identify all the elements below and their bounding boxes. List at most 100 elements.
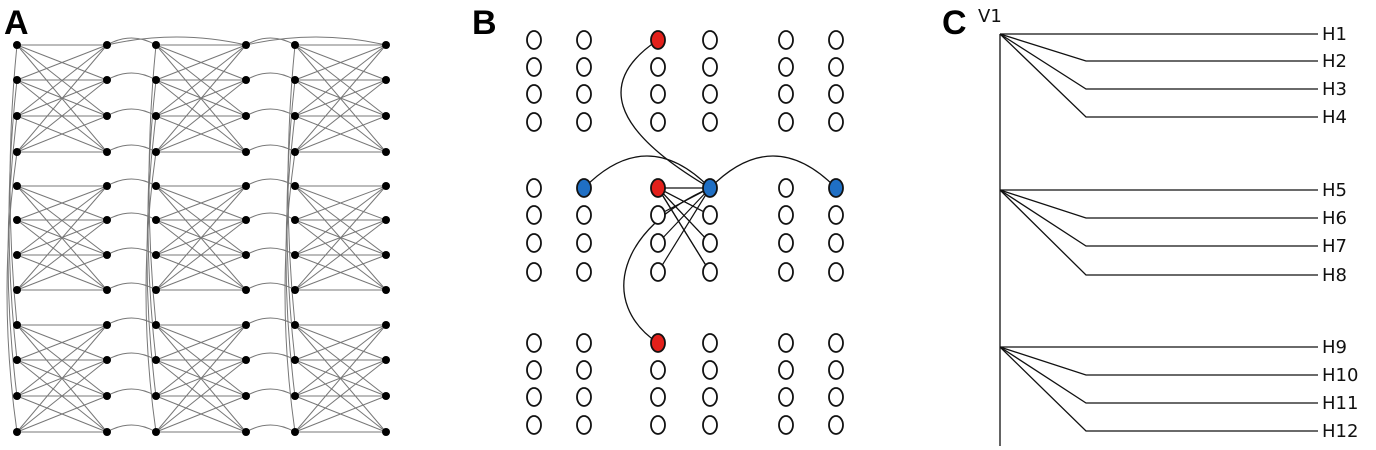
cell-edge — [16, 324, 108, 361]
qubit-node — [103, 286, 111, 294]
cell-edge — [294, 359, 387, 433]
top-arc — [245, 36, 387, 46]
qubit-node — [152, 251, 160, 259]
horizontal-coupler — [245, 212, 296, 221]
qubit-node — [242, 392, 250, 400]
qubit-node — [103, 251, 111, 259]
branch-line — [999, 33, 1318, 62]
qubit-oval — [526, 233, 542, 253]
qubit-oval — [650, 84, 666, 104]
qubit-node — [291, 286, 299, 294]
horizontal-coupler — [245, 247, 296, 256]
qubit-node — [291, 392, 299, 400]
qubit-node — [291, 251, 299, 259]
horizontal-coupler — [106, 144, 157, 153]
qubit-oval — [778, 333, 794, 353]
qubit-oval — [526, 112, 542, 132]
qubit-oval — [702, 333, 718, 353]
cell-edge — [294, 115, 387, 153]
qubit-node — [13, 216, 21, 224]
qubit-oval — [778, 112, 794, 132]
qubit-node — [291, 112, 299, 120]
cell-edge — [16, 185, 108, 291]
qubit-oval — [576, 233, 592, 253]
leaf-label: H3 — [1322, 79, 1347, 100]
qubit-node — [291, 76, 299, 84]
qubit-oval — [702, 205, 718, 225]
cell-edge — [294, 44, 387, 117]
horizontal-coupler — [106, 72, 157, 81]
qubit-oval — [526, 262, 542, 282]
leaf-label: H10 — [1322, 365, 1358, 386]
panel-b-embedding-graph — [526, 30, 844, 435]
qubit-oval — [650, 57, 666, 77]
cell-edge — [155, 79, 247, 153]
qubit-node — [103, 428, 111, 436]
qubit-node — [13, 182, 21, 190]
qubit-oval — [650, 415, 666, 435]
qubit-node — [242, 428, 250, 436]
qubit-oval — [828, 262, 844, 282]
qubit-node — [291, 216, 299, 224]
horizontal-coupler — [106, 247, 157, 256]
qubit-node — [242, 251, 250, 259]
qubit-oval — [650, 205, 666, 225]
qubit-node — [152, 392, 160, 400]
chain-edge — [620, 39, 711, 189]
qubit-node — [242, 216, 250, 224]
cell-edge — [294, 185, 387, 256]
qubit-oval — [702, 387, 718, 407]
qubit-oval-red — [650, 178, 666, 198]
qubit-node — [382, 41, 390, 49]
qubit-node — [13, 286, 21, 294]
qubit-node — [152, 148, 160, 156]
cell-edge — [155, 44, 247, 81]
qubit-oval — [526, 333, 542, 353]
cell-edge — [657, 187, 711, 216]
cell-edge — [294, 324, 387, 361]
qubit-node — [103, 41, 111, 49]
cell-edge — [16, 44, 108, 117]
qubit-node — [242, 286, 250, 294]
cell-edge — [16, 185, 108, 256]
panel-c-letter: C — [942, 4, 967, 42]
cell-edge — [16, 44, 108, 153]
panel-a-letter: A — [4, 4, 29, 42]
qubit-node — [291, 356, 299, 364]
qubit-oval — [526, 415, 542, 435]
qubit-node — [13, 251, 21, 259]
qubit-node — [382, 392, 390, 400]
qubit-oval — [702, 30, 718, 50]
qubit-node — [291, 428, 299, 436]
qubit-node — [13, 356, 21, 364]
cell-edge — [16, 185, 108, 221]
qubit-oval — [702, 84, 718, 104]
qubit-oval — [576, 387, 592, 407]
cell-edge — [16, 395, 108, 433]
qubit-node — [13, 428, 21, 436]
horizontal-coupler — [245, 282, 296, 291]
qubit-node — [152, 112, 160, 120]
coupler-arc — [583, 155, 711, 189]
qubit-oval — [576, 333, 592, 353]
cell-edge — [155, 254, 247, 291]
qubit-node — [103, 392, 111, 400]
qubit-node — [103, 148, 111, 156]
cell-edge — [16, 219, 108, 291]
vertical-coupler — [284, 151, 296, 433]
qubit-node — [242, 76, 250, 84]
qubit-node — [13, 41, 21, 49]
qubit-oval — [828, 360, 844, 380]
qubit-node — [382, 428, 390, 436]
qubit-oval — [778, 30, 794, 50]
qubit-oval — [828, 233, 844, 253]
qubit-node — [291, 148, 299, 156]
cell-edge — [155, 185, 247, 256]
qubit-node — [152, 286, 160, 294]
qubit-oval — [526, 178, 542, 198]
leaf-label: H5 — [1322, 180, 1347, 201]
qubit-oval — [650, 262, 666, 282]
vertical-coupler — [145, 151, 157, 433]
top-arc — [106, 36, 247, 46]
